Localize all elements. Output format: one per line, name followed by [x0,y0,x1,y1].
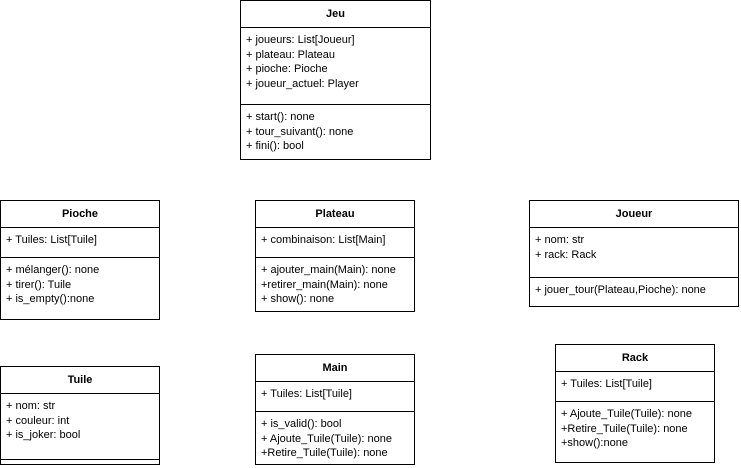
class-plateau[interactable]: Plateau + combinaison: List[Main] + ajou… [255,200,415,312]
class-tuile[interactable]: Tuile + nom: str + couleur: int + is_jok… [0,366,160,465]
class-name: Plateau [256,201,414,228]
method: + is_empty():none [6,293,95,305]
method: + Ajoute_Tuile(Tuile): none [261,432,392,445]
class-joueur[interactable]: Joueur + nom: str + rack: Rack + jouer_t… [529,200,739,307]
class-name: Main [256,355,414,382]
method: +show():none [561,437,628,449]
class-attributes: + nom: str + couleur: int + is_joker: bo… [1,394,159,460]
class-name: Rack [556,345,714,372]
attribute: + couleur: int [6,414,70,427]
attribute: + nom: str [6,400,56,412]
class-attributes: + Tuiles: List[Tuile] [256,382,414,412]
attribute: + plateau: Plateau [246,48,335,61]
method: +retirer_main(Main): none [261,278,388,291]
method: +Retire_Tuile(Tuile): none [561,422,688,435]
class-methods [1,460,159,465]
attribute: + joueur_actuel: Player [246,77,359,90]
method: + mélanger(): none [6,264,100,276]
class-pioche[interactable]: Pioche + Tuiles: List[Tuile] + mélanger(… [0,200,160,320]
class-main[interactable]: Main + Tuiles: List[Tuile] + is_valid():… [255,354,415,465]
class-rack[interactable]: Rack + Tuiles: List[Tuile] + Ajoute_Tuil… [555,344,715,463]
attribute: + combinaison: List[Main] [261,234,386,246]
method: + tour_suivant(): none [246,125,354,138]
attribute: + Tuiles: List[Tuile] [561,378,652,390]
class-name: Jeu [241,1,430,28]
method: +Retire_Tuile(Tuile): none [261,447,388,459]
class-attributes: + Tuiles: List[Tuile] [556,372,714,402]
attribute: + rack: Rack [535,248,597,261]
class-attributes: + combinaison: List[Main] [256,228,414,258]
attribute: + pioche: Pioche [246,63,328,75]
class-methods: + ajouter_main(Main): none +retirer_main… [256,258,414,307]
method: + is_valid(): bool [261,418,342,430]
class-methods: + Ajoute_Tuile(Tuile): none +Retire_Tuil… [556,402,714,451]
class-attributes: + Tuiles: List[Tuile] [1,228,159,258]
class-attributes: + nom: str + rack: Rack [530,228,738,278]
class-methods: + start(): none + tour_suivant(): none +… [241,105,430,154]
attribute: + nom: str [535,234,585,246]
class-name: Pioche [1,201,159,228]
method: + jouer_tour(Plateau,Pioche): none [535,284,706,296]
attribute: + is_joker: bool [6,429,81,441]
class-methods: + jouer_tour(Plateau,Pioche): none [530,278,738,298]
class-attributes: + joueurs: List[Joueur] + plateau: Plate… [241,28,430,105]
method: + Ajoute_Tuile(Tuile): none [561,408,692,420]
method: + show(): none [261,293,335,305]
class-jeu[interactable]: Jeu + joueurs: List[Joueur] + plateau: P… [240,0,431,160]
attribute: + Tuiles: List[Tuile] [6,234,97,246]
method: + tirer(): Tuile [6,278,72,291]
attribute: + Tuiles: List[Tuile] [261,388,352,400]
class-name: Joueur [530,201,738,228]
method: + start(): none [246,111,315,123]
method: + fini(): bool [246,140,304,152]
class-methods: + is_valid(): bool + Ajoute_Tuile(Tuile)… [256,412,414,461]
attribute: + joueurs: List[Joueur] [246,34,355,46]
method: + ajouter_main(Main): none [261,264,396,276]
class-methods: + mélanger(): none + tirer(): Tuile + is… [1,258,159,307]
class-name: Tuile [1,367,159,394]
